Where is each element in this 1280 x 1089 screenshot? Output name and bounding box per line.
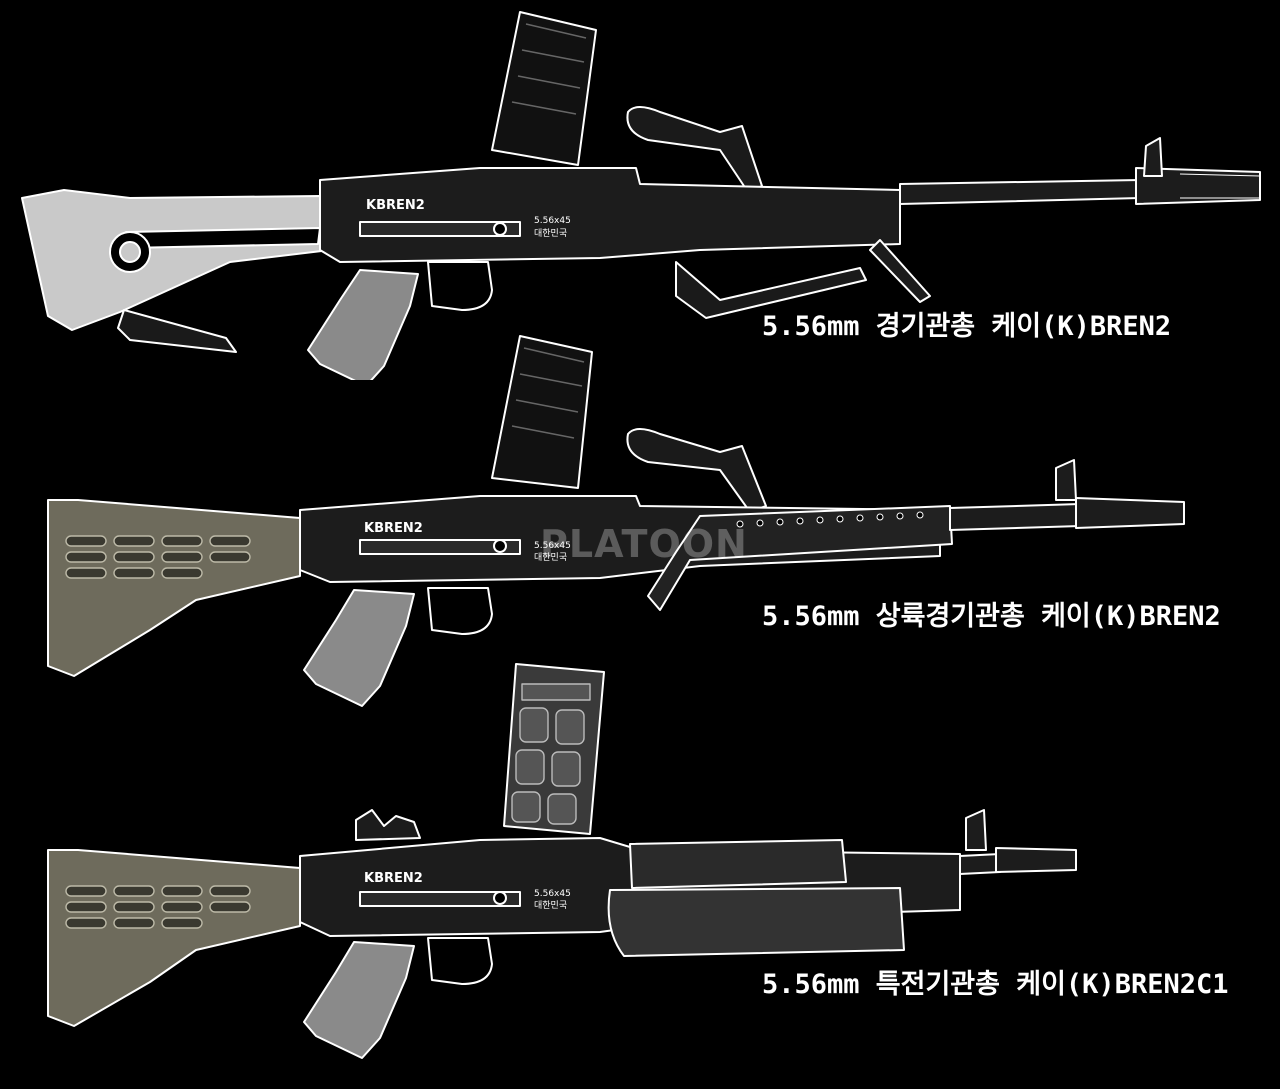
pistol-grip [303, 589, 415, 707]
magazine [491, 11, 597, 166]
weapon-panel-kbren2c1: KBREN2 5.56x45 대한민국 5.56mm 특전기관총 케이(K)BR… [0, 660, 1280, 1089]
weapon-caption: 5.56mm 특전기관총 케이(K)BREN2C1 [762, 969, 1229, 1000]
kbren2-marine-illustration: KBREN2 5.56x45 대한민국 [47, 335, 1185, 707]
caliber-marking: 5.56x45 [534, 889, 571, 899]
pistol-grip [307, 269, 419, 380]
barrel [899, 179, 1141, 205]
weapon-caption: 5.56mm 경기관총 케이(K)BREN2 [762, 311, 1172, 342]
weapon-panel-kbren2-marine: KBREN2 5.56x45 대한민국 5.56mm 상륙경기관총 케이(K)B… [0, 330, 1280, 720]
pistol-grip [303, 941, 415, 1059]
caliber-marking: 5.56x45 [534, 216, 571, 226]
watermark: PLATOON [540, 522, 748, 566]
bipod [869, 239, 931, 303]
caliber-marking: 5.56x45 [534, 541, 571, 551]
receiver-marking: KBREN2 [366, 198, 425, 213]
magazine [491, 335, 593, 489]
barrel [959, 853, 1001, 875]
collapsible-stock [47, 849, 301, 1027]
country-marking: 대한민국 [534, 900, 567, 911]
foregrip [117, 309, 237, 353]
rear-sight [355, 809, 421, 841]
weapon-caption: 5.56mm 상륙경기관총 케이(K)BREN2 [762, 601, 1221, 632]
receiver [319, 167, 901, 263]
country-marking: 대한민국 [534, 552, 567, 563]
collapsible-stock [47, 499, 301, 677]
receiver-marking: KBREN2 [364, 521, 423, 536]
fixed-stock [21, 189, 331, 331]
carry-handle [626, 428, 767, 513]
kbren2c1-illustration: KBREN2 5.56x45 대한민국 [47, 663, 1077, 1059]
weapon-panel-kbren2: KBREN2 5.56x45 대한민국 5.56mm 경기관총 케이(K)BRE… [0, 0, 1280, 380]
receiver-marking: KBREN2 [364, 871, 423, 886]
carry-handle [626, 106, 763, 193]
kbren2-illustration: KBREN2 5.56x45 대한민국 [21, 11, 1261, 380]
country-marking: 대한민국 [534, 228, 567, 239]
barrel [949, 503, 1081, 531]
rail-handguard [629, 839, 847, 889]
